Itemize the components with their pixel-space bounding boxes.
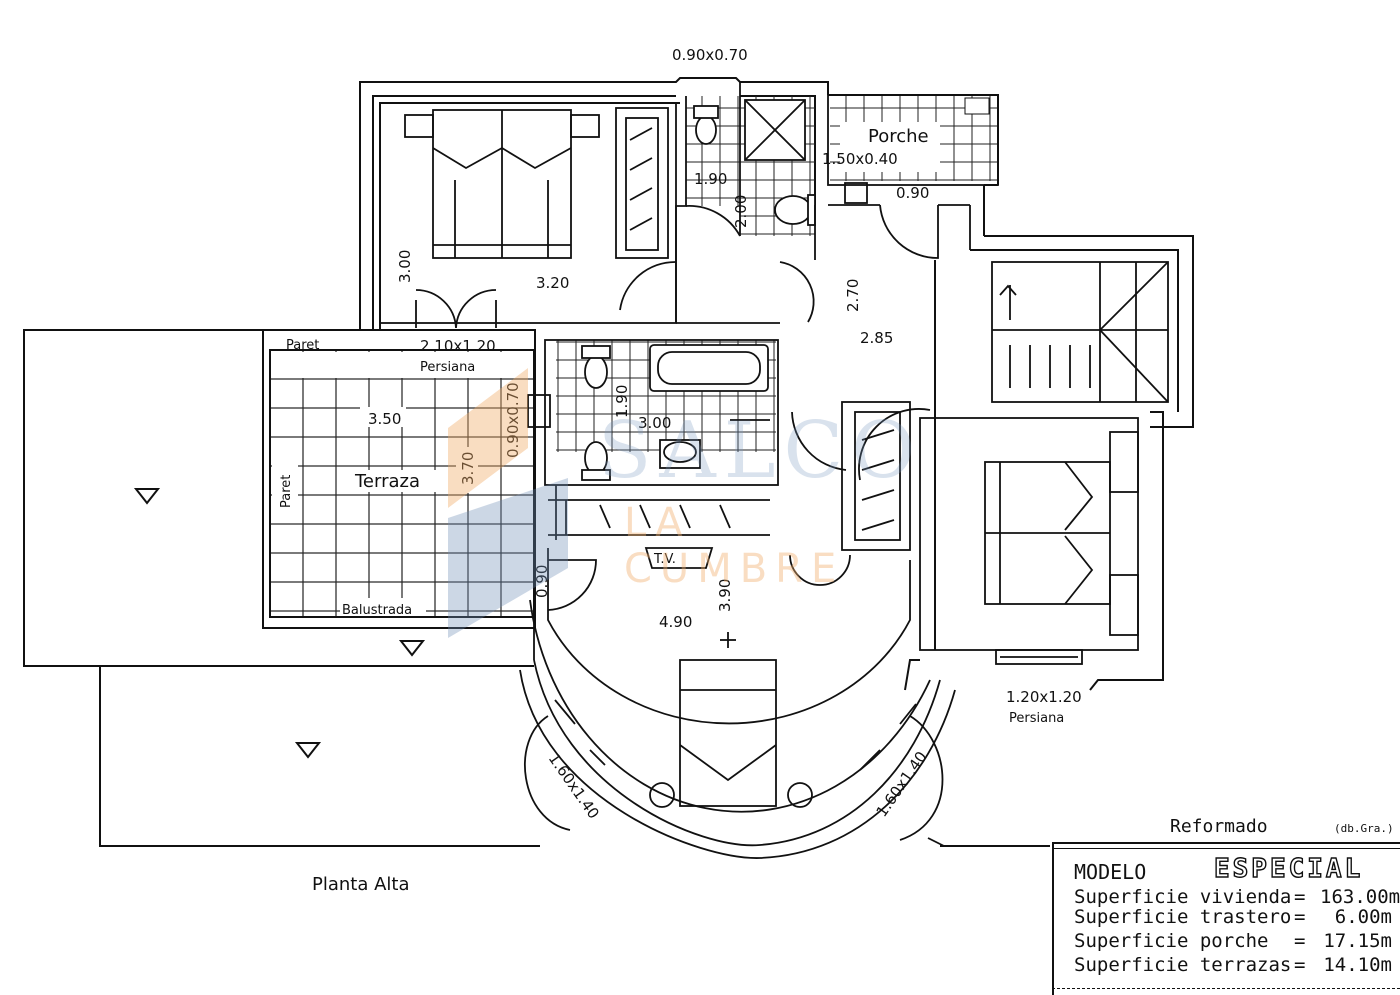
surface-value: 14.10m <box>1323 954 1392 976</box>
top-window-label: 0.90x0.70 <box>672 46 748 64</box>
roof-outline <box>23 329 1050 847</box>
drawing-title: Planta Alta <box>312 874 410 895</box>
bay-right-label: 1.60x1.40 <box>873 748 931 820</box>
surface-row: Superficie trastero= 6.00m <box>1074 906 1392 928</box>
surface-label: Superficie vivienda <box>1074 886 1292 908</box>
surface-row: Superficie porche = 17.15m <box>1074 930 1392 952</box>
surface-label: Superficie terrazas <box>1074 954 1292 976</box>
bedroom-nw-width: 3.20 <box>536 274 569 292</box>
modelo-label: MODELO <box>1074 860 1147 884</box>
east-window-label: 1.20x1.20 <box>1006 688 1082 706</box>
terrace-label: Terraza <box>354 471 420 492</box>
porch-window: 1.50x0.40 <box>822 150 898 168</box>
hall-height: 2.70 <box>844 279 862 312</box>
bedroom-nw <box>379 102 677 329</box>
master-height: 3.90 <box>716 579 734 612</box>
surface-eq: = <box>1294 930 1306 952</box>
surface-value: 163.00m <box>1320 886 1400 908</box>
surface-label: Superficie trastero <box>1074 906 1292 928</box>
terrace-wall-top: Paret <box>286 338 319 353</box>
bath-north <box>675 82 816 260</box>
hallway <box>619 205 1169 481</box>
revision-author: (db.Gra.) <box>1334 822 1394 835</box>
terrace-door-label: 2.10x1.20 <box>420 337 496 355</box>
bath-central-height: 1.90 <box>613 385 631 418</box>
title-block-bottom-rule <box>1052 988 1400 989</box>
master-door-label: 0.90 <box>533 565 551 598</box>
surface-eq: = <box>1294 954 1306 976</box>
surface-value: 17.15m <box>1323 930 1392 952</box>
terrace-door-type: Persiana <box>420 360 475 375</box>
surface-label: Superficie porche <box>1074 930 1269 952</box>
bay-left-label: 1.60x1.40 <box>545 750 603 822</box>
title-block-frame <box>1052 842 1400 995</box>
porch <box>827 94 999 259</box>
surface-eq: = <box>1294 906 1306 928</box>
bath-north-dim2: 2.00 <box>732 195 750 228</box>
porch-door: 0.90 <box>896 184 929 202</box>
surface-eq: = <box>1294 886 1306 908</box>
bedroom-east <box>841 401 1139 665</box>
bath-central <box>527 339 779 540</box>
east-window-type: Persiana <box>1009 711 1064 726</box>
modelo-value: ESPECIAL <box>1213 853 1364 884</box>
title-block-rule <box>1052 848 1400 849</box>
hall-width: 2.85 <box>860 329 893 347</box>
bedroom-nw-height: 3.00 <box>396 250 414 283</box>
revision-label: Reformado <box>1170 816 1268 837</box>
bath-central-width: 3.00 <box>638 414 671 432</box>
bath-window-label: 0.90x0.70 <box>504 382 522 458</box>
level-markers <box>133 488 426 759</box>
master-bedroom <box>519 540 956 859</box>
title-block: Reformado (db.Gra.) MODELO ESPECIAL Supe… <box>1052 812 1400 995</box>
terrace-height: 3.70 <box>459 452 477 485</box>
terrace-wall-left: Paret <box>279 475 294 508</box>
terrace-width: 3.50 <box>368 410 401 428</box>
porch-label: Porche <box>868 126 929 147</box>
terrace <box>262 329 536 629</box>
terrace-balustrade: Balustrada <box>342 603 412 618</box>
master-width: 4.90 <box>659 613 692 631</box>
surface-row: Superficie vivienda= 163.00m <box>1074 886 1400 908</box>
tv-label: T.V. <box>653 552 676 567</box>
surface-value: 6.00m <box>1334 906 1392 928</box>
surface-row: Superficie terrazas= 14.10m <box>1074 954 1392 976</box>
bath-north-dim: 1.90 <box>694 170 727 188</box>
